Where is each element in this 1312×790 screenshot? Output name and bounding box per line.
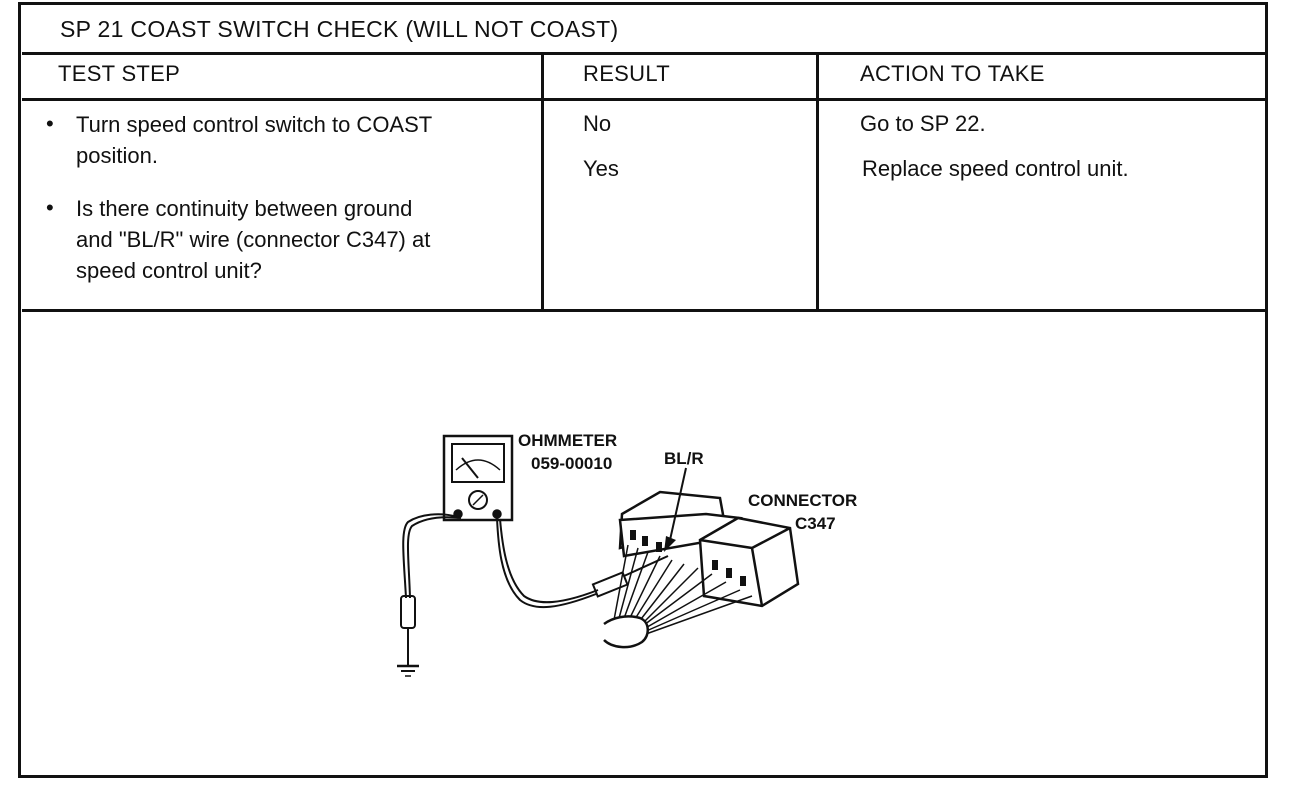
bl-r-wire-label: BL/R	[664, 449, 704, 468]
ohmmeter-label: OHMMETER	[518, 431, 617, 450]
step-1-text: Turn speed control switch to COAST posit…	[76, 109, 432, 171]
step-2-bullet: •	[46, 195, 54, 220]
step-2-line-1: Is there continuity between ground	[76, 196, 413, 221]
wire-harness-icon	[603, 544, 753, 649]
ground-probe-lead	[397, 513, 462, 677]
header-divider	[22, 98, 1268, 101]
action-go-to-sp22: Go to SP 22.	[860, 111, 986, 136]
action-replace-unit: Replace speed control unit.	[862, 156, 1129, 181]
table-bottom-divider	[22, 309, 1268, 312]
bl-r-pointer-arrow	[664, 467, 687, 552]
card-title: SP 21 COAST SWITCH CHECK (WILL NOT COAST…	[60, 16, 619, 42]
step-2-line-3: speed control unit?	[76, 258, 262, 283]
step-2-text: Is there continuity between ground and "…	[76, 193, 430, 286]
step-2-line-2: and "BL/R" wire (connector C347) at	[76, 227, 431, 252]
connector-id-label: C347	[795, 514, 836, 533]
step-1-bullet: •	[46, 111, 54, 136]
header-test-step: TEST STEP	[58, 61, 181, 86]
ohmmeter-part-number: 059-00010	[531, 454, 612, 473]
step-1-line-1: Turn speed control switch to COAST	[76, 112, 433, 137]
result-no: No	[583, 111, 612, 136]
step-1-line-2: position.	[76, 143, 158, 168]
card-title-bar: SP 21 COAST SWITCH CHECK (WILL NOT COAST…	[22, 3, 1268, 55]
connector-label: CONNECTOR	[748, 491, 857, 510]
ohmmeter-icon	[442, 434, 514, 522]
connector-c347-icon	[618, 490, 800, 608]
header-action: ACTION TO TAKE	[860, 61, 1045, 86]
header-result: RESULT	[583, 61, 670, 86]
column-divider-1	[541, 55, 544, 311]
result-yes: Yes	[583, 156, 619, 181]
test-card-frame	[18, 2, 1268, 778]
column-divider-2	[816, 55, 819, 311]
